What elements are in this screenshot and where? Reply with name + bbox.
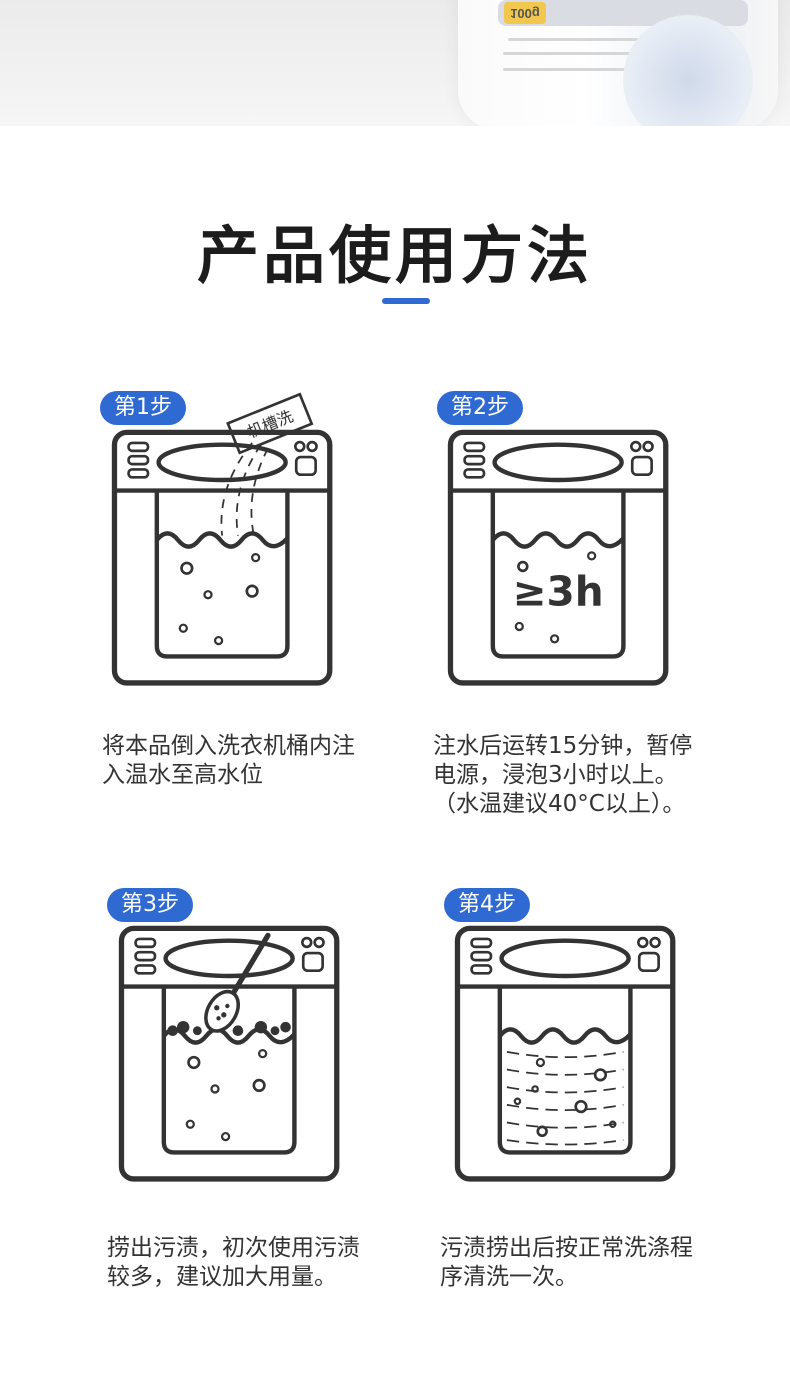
soak-duration-label: ≥3h — [513, 567, 604, 615]
step-2-description: 注水后运转15分钟，暂停电源，浸泡3小时以上。（水温建议40°C以上）。 — [433, 733, 693, 817]
package-weight-label: 100g — [504, 2, 546, 24]
step-2-badge: 第2步 — [437, 391, 523, 425]
washing-machine-pour-icon: 机槽洗 — [111, 392, 333, 686]
step-1-badge: 第1步 — [100, 391, 186, 425]
step-3-badge: 第3步 — [107, 888, 193, 922]
washing-machine-soak-icon: ≥3h — [447, 429, 669, 686]
step-1-description: 将本品倒入洗衣机桶内注入温水至高水位 — [102, 733, 355, 788]
title-underline — [382, 298, 430, 304]
washing-machine-spin-icon — [454, 925, 676, 1182]
step-3-description: 捞出污渍，初次使用污渍较多，建议加大用量。 — [107, 1235, 360, 1290]
product-photo-banner: 100g — [0, 0, 790, 126]
step-4-description: 污渍捞出后按正常洗涤程序清洗一次。 — [440, 1235, 693, 1290]
product-package-image: 100g — [458, 0, 778, 126]
sachet-icon — [226, 392, 314, 455]
package-graphic-circle — [623, 15, 753, 126]
step-4-badge: 第4步 — [444, 888, 530, 922]
page-title: 产品使用方法 — [196, 219, 593, 292]
washing-machine-scoop-icon — [118, 925, 340, 1182]
